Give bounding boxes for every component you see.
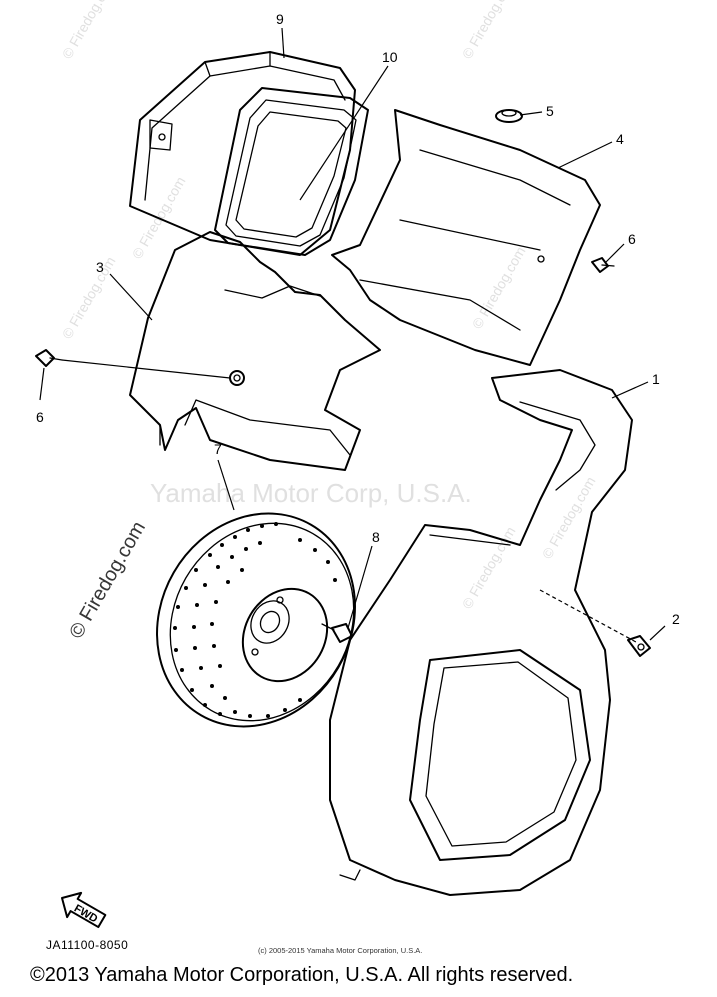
leader-4 [557, 141, 613, 169]
leader-6-left-a [39, 367, 45, 401]
fan-screen-perforation [173, 522, 337, 718]
part-4-cover [331, 109, 601, 366]
part-10-seal [214, 87, 369, 256]
callout-6-left: 6 [36, 409, 44, 425]
figure-code: JA11100-8050 [46, 938, 129, 952]
part-5-grommet [495, 109, 523, 123]
leader-5 [519, 111, 543, 116]
watermark-small-5: © Firedog.com [539, 474, 599, 562]
watermark-center: Yamaha Motor Corp, U.S.A. [150, 478, 472, 508]
leader-10 [299, 65, 389, 201]
callout-10: 10 [382, 49, 398, 65]
leader-7 [217, 459, 235, 511]
callout-numbers: 9 10 5 4 6 3 6 1 7 8 2 [36, 11, 680, 627]
small-copyright: (c) 2005-2015 Yamaha Motor Corporation, … [258, 946, 423, 955]
callout-4: 4 [616, 131, 624, 147]
main-copyright: ©2013 Yamaha Motor Corporation, U.S.A. A… [30, 964, 574, 986]
part-7-fan-screen [156, 512, 356, 728]
callout-9: 9 [276, 11, 284, 27]
leader-lines [39, 27, 666, 643]
leader-8 [347, 545, 373, 629]
leader-6-left-b [61, 359, 231, 379]
fwd-arrow: FWD [61, 891, 107, 929]
watermark-small-2: © Firedog.com [459, 0, 519, 61]
leader-9 [281, 27, 285, 59]
leader-3 [109, 273, 153, 321]
part-1-shroud [329, 369, 633, 896]
leader-2-a [649, 625, 666, 641]
fwd-label: FWD [72, 903, 100, 926]
leader-6-right [605, 243, 625, 263]
callout-7: 7 [214, 441, 222, 457]
watermark-side: © Firedog.com [65, 518, 150, 643]
part-6-bolt-left [35, 349, 63, 367]
watermark-small-4: © Firedog.com [469, 244, 529, 332]
callout-2: 2 [672, 611, 680, 627]
part-2-screw [627, 635, 651, 657]
part-6-bolt-right [591, 257, 615, 273]
callout-8: 8 [372, 529, 380, 545]
callout-6-right: 6 [628, 231, 636, 247]
leader-1 [611, 381, 649, 399]
callout-1: 1 [652, 371, 660, 387]
part-3-duct [129, 231, 381, 471]
callout-5: 5 [546, 103, 554, 119]
watermark-small-3: © Firedog.com [59, 254, 119, 342]
callout-3: 3 [96, 259, 104, 275]
watermark-small-1: © Firedog.com [59, 0, 119, 61]
watermark-small-6: © Firedog.com [459, 524, 519, 612]
